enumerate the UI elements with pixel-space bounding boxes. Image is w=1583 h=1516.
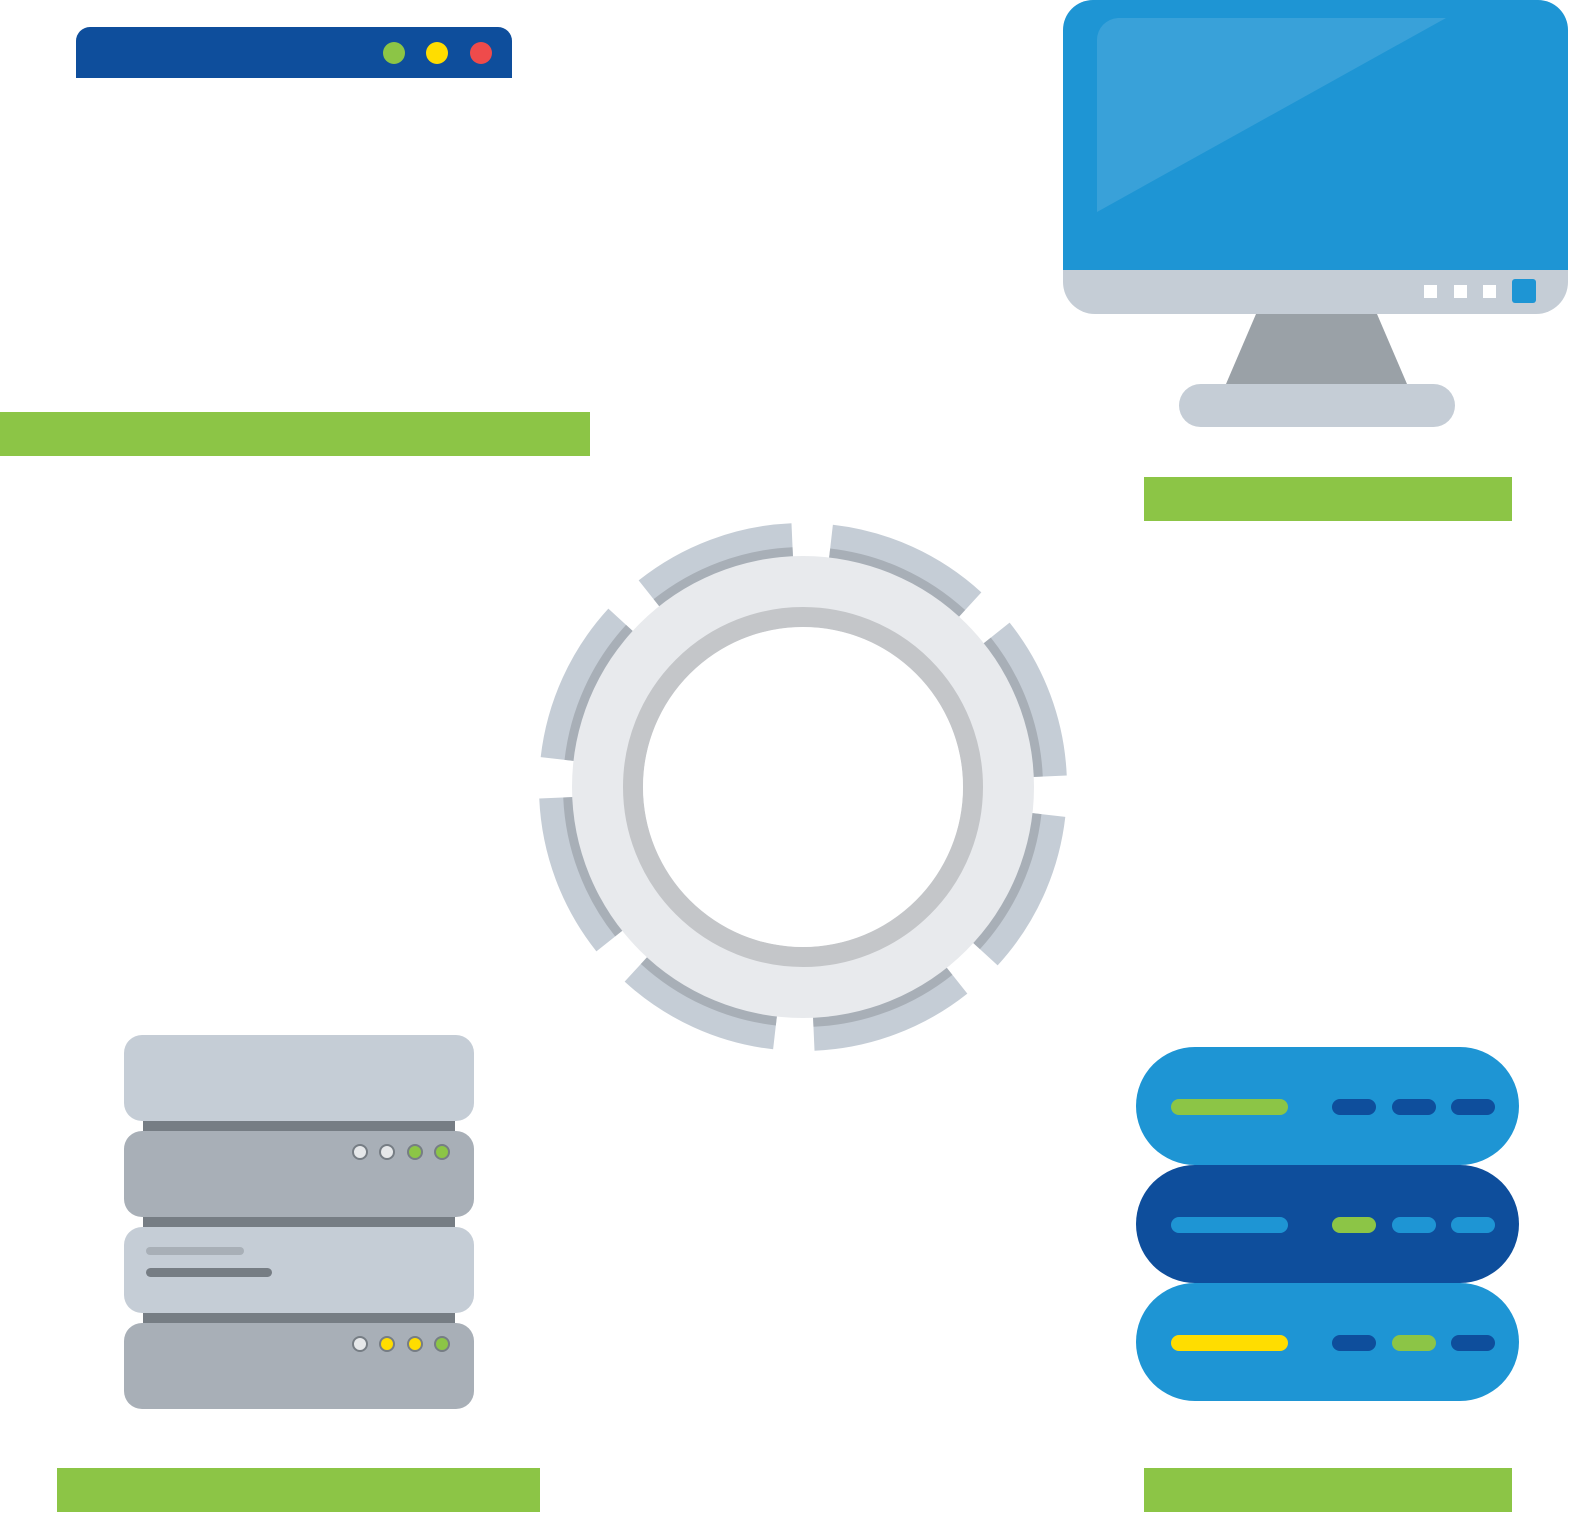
database-server-icon [1136, 1047, 1521, 1403]
server-rack-icon [124, 1035, 474, 1415]
label-bar-top-left [0, 412, 590, 456]
led-icon [434, 1144, 450, 1160]
ring-center [643, 627, 963, 947]
led-icon [352, 1144, 368, 1160]
red-dot-icon [470, 42, 492, 64]
server-unit [124, 1323, 474, 1409]
led-icon [379, 1144, 395, 1160]
server-disk [1136, 1047, 1519, 1165]
green-dot-icon [383, 42, 405, 64]
led-icon [434, 1336, 450, 1352]
bezel-button-icon [1454, 285, 1467, 298]
led-icon [407, 1336, 423, 1352]
led-icon [407, 1144, 423, 1160]
label-bar-bottom-left [57, 1468, 540, 1512]
label-bar-top-right [1144, 477, 1512, 521]
cycle-ring-icon [535, 515, 1075, 1055]
server-unit [124, 1035, 474, 1121]
bezel-button-icon [1424, 285, 1437, 298]
led-icon [379, 1336, 395, 1352]
server-disk [1136, 1165, 1519, 1283]
bezel-button-icon [1483, 285, 1496, 298]
server-unit [124, 1131, 474, 1217]
browser-window-icon [76, 27, 516, 79]
yellow-dot-icon [426, 42, 448, 64]
led-icon [352, 1336, 368, 1352]
server-disk [1136, 1283, 1519, 1401]
label-bar-bottom-right [1144, 1468, 1512, 1512]
desktop-monitor-icon [1063, 0, 1568, 430]
ring-inner-stroke [623, 607, 983, 967]
power-button-icon [1512, 279, 1536, 303]
